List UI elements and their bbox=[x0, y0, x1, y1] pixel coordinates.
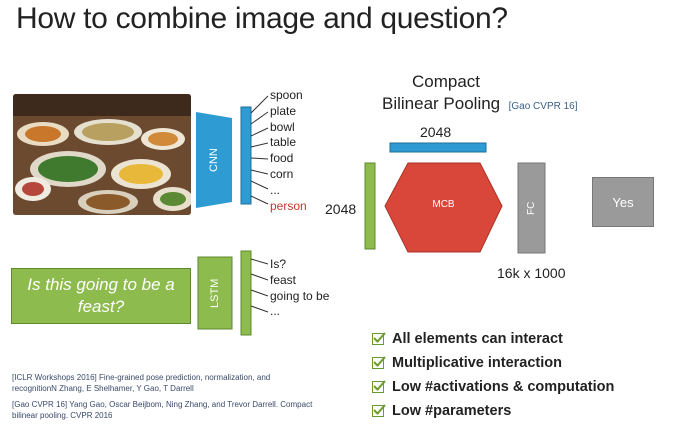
bullet-text: Multiplicative interaction bbox=[392, 355, 562, 371]
list-item: going to be bbox=[270, 288, 330, 303]
dim-top-label: 2048 bbox=[420, 124, 452, 140]
references: [ICLR Workshops 2016] Fine-grained pose … bbox=[12, 373, 317, 427]
pooling-heading-line1: Compact bbox=[412, 72, 481, 91]
advantages-list: All elements can interact Multiplicative… bbox=[372, 327, 614, 423]
image-vector-2048 bbox=[389, 142, 487, 153]
mcb-block bbox=[384, 162, 503, 253]
list-item: person bbox=[270, 198, 307, 213]
output-answer-box: Yes bbox=[592, 177, 654, 227]
list-item: Multiplicative interaction bbox=[372, 351, 614, 375]
list-item: bowl bbox=[270, 119, 295, 134]
pooling-heading-line2: Bilinear Pooling bbox=[382, 94, 501, 113]
question-vector-2048 bbox=[364, 162, 376, 250]
cnn-label: CNN bbox=[208, 148, 220, 172]
lstm-block bbox=[197, 256, 233, 330]
checkbox-icon bbox=[372, 380, 386, 393]
list-item: All elements can interact bbox=[372, 327, 614, 351]
list-item: ... bbox=[270, 304, 281, 319]
lstm-label: LSTM bbox=[209, 278, 221, 308]
image-feature-bar bbox=[240, 106, 252, 205]
image-word-connectors bbox=[250, 95, 269, 205]
list-item: corn bbox=[270, 166, 294, 181]
mcb-label: MCB bbox=[432, 199, 455, 210]
list-item: Low #activations & computation bbox=[372, 375, 614, 399]
fc-block bbox=[517, 162, 546, 254]
bullet-text: All elements can interact bbox=[392, 331, 563, 347]
fc-label: FC bbox=[526, 201, 537, 215]
dim-left-label: 2048 bbox=[325, 201, 357, 217]
list-item: Is? bbox=[270, 257, 287, 271]
checkbox-icon bbox=[372, 356, 386, 369]
pooling-citation: [Gao CVPR 16] bbox=[508, 101, 578, 112]
pooling-heading-line2-row: Bilinear Pooling [Gao CVPR 16] bbox=[382, 94, 578, 114]
slide-title: How to combine image and question? bbox=[16, 2, 508, 35]
list-item: food bbox=[270, 151, 294, 166]
checkbox-icon bbox=[372, 332, 386, 345]
list-item: ... bbox=[270, 182, 281, 197]
list-item: spoon bbox=[270, 88, 303, 102]
cnn-block bbox=[196, 112, 232, 208]
image-word-list: spoon plate bowl table food corn ... per… bbox=[270, 88, 307, 214]
checkbox-icon bbox=[372, 404, 386, 417]
reference-item: [ICLR Workshops 2016] Fine-grained pose … bbox=[12, 373, 271, 393]
question-box: Is this going to be a feast? bbox=[11, 268, 191, 324]
question-word-connectors bbox=[250, 258, 269, 313]
list-item: Low #parameters bbox=[372, 399, 614, 423]
list-item: plate bbox=[270, 103, 297, 118]
list-item: table bbox=[270, 135, 297, 150]
question-feature-bar bbox=[240, 250, 252, 336]
reference-item: [Gao CVPR 16] Yang Gao, Oscar Beijbom, N… bbox=[12, 400, 313, 420]
list-item: feast bbox=[270, 272, 297, 287]
question-word-list: Is? feast going to be ... bbox=[270, 257, 329, 320]
bullet-text: Low #parameters bbox=[392, 403, 512, 419]
bullet-text: Low #activations & computation bbox=[392, 379, 615, 395]
fc-dims-label: 16k x 1000 bbox=[497, 265, 566, 281]
feast-photo bbox=[13, 94, 191, 215]
